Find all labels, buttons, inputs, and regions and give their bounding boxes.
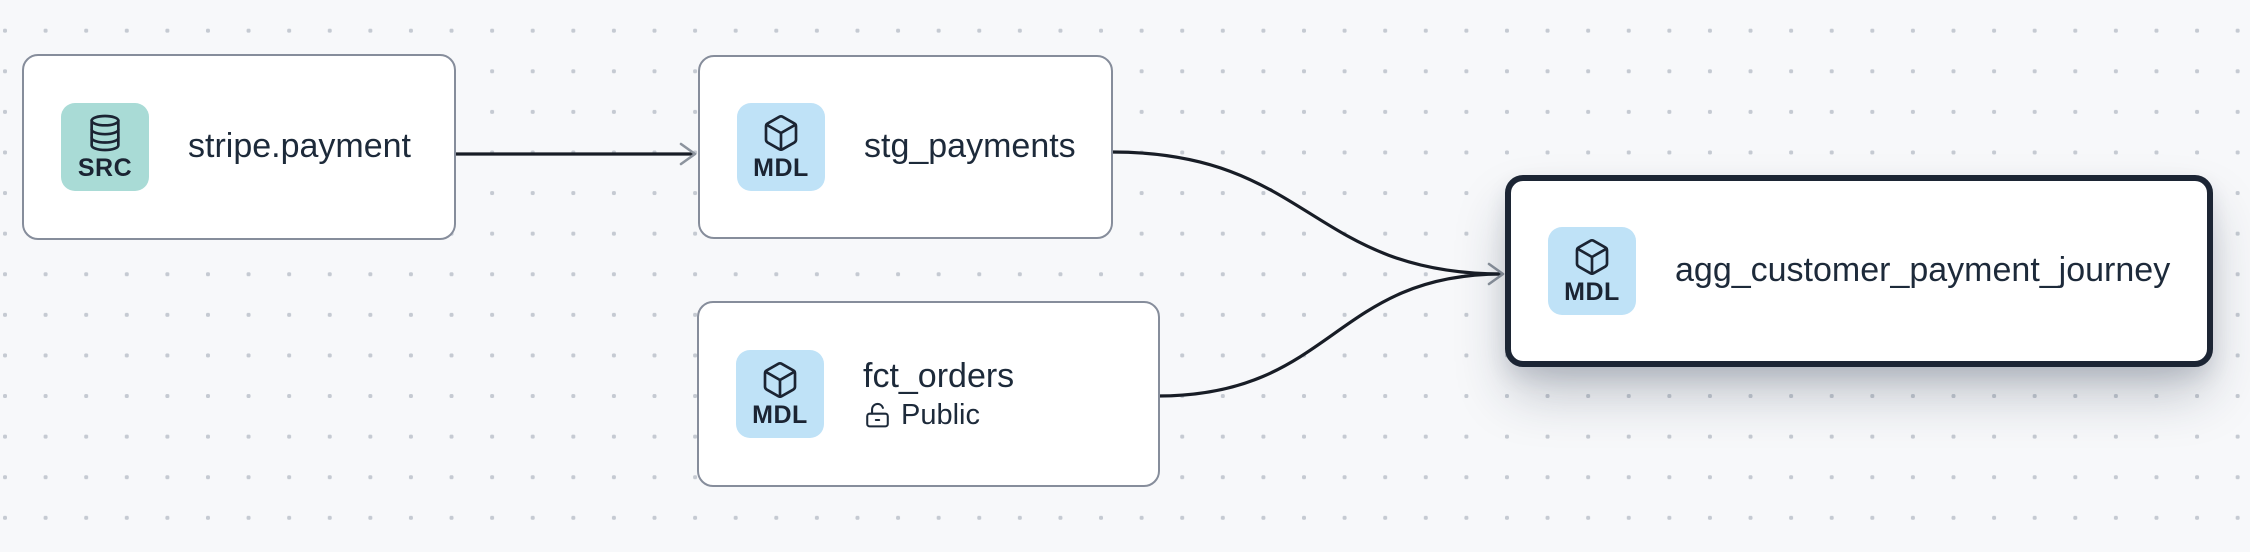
cube-icon [761,113,801,153]
badge-label: SRC [77,154,133,182]
edge-fct-orders-to-agg-customer-payment-journey [1157,272,1503,398]
node-agg-customer-payment-journey[interactable]: MDL agg_customer_payment_journey [1505,175,2213,367]
node-title: stg_payments [864,127,1076,166]
node-title: fct_orders [863,356,1015,395]
node-title: agg_customer_payment_journey [1675,251,2171,290]
node-stripe-payment[interactable]: SRC stripe.payment [22,54,456,240]
badge-label: MDL [753,154,809,182]
access-level-row: Public [863,398,1014,432]
database-icon [85,113,125,153]
access-level-label: Public [901,398,980,431]
node-stg-payments[interactable]: MDL stg_payments [698,55,1113,239]
cube-icon [1572,237,1612,277]
model-badge: MDL [1548,227,1636,315]
node-title: stripe.payment [188,127,411,166]
source-badge: SRC [61,103,149,191]
badge-label: MDL [1564,278,1620,306]
edge-stg-payments-to-agg-customer-payment-journey [1111,150,1503,276]
arrowhead-icon [1487,262,1505,286]
model-badge: MDL [737,103,825,191]
node-fct-orders[interactable]: MDL fct_orders Public [697,301,1160,487]
badge-label: MDL [752,401,808,429]
model-badge: MDL [736,350,824,438]
unlock-icon [863,401,892,430]
arrowhead-icon [679,142,697,166]
cube-icon [760,360,800,400]
